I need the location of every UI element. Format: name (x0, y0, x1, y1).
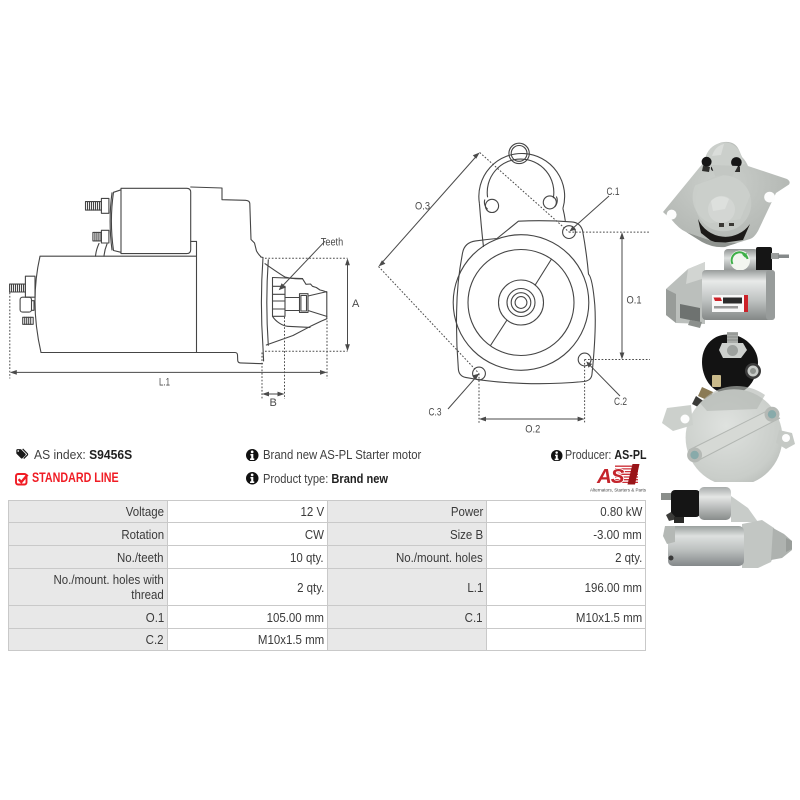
svg-text:O.1: O.1 (627, 295, 642, 307)
svg-text:B: B (270, 397, 277, 409)
svg-text:C.3: C.3 (429, 407, 442, 419)
svg-text:O.2: O.2 (525, 424, 540, 436)
svg-text:C.2: C.2 (614, 396, 627, 408)
svg-text:L.1: L.1 (159, 377, 170, 389)
svg-text:A: A (352, 298, 360, 310)
svg-text:C.1: C.1 (607, 186, 620, 198)
svg-text:Alternators, Starters & Parts: Alternators, Starters & Parts (590, 488, 647, 493)
svg-text:AS: AS (596, 465, 625, 488)
svg-text:O.3: O.3 (415, 201, 430, 213)
svg-text:Teeth: Teeth (321, 237, 343, 249)
